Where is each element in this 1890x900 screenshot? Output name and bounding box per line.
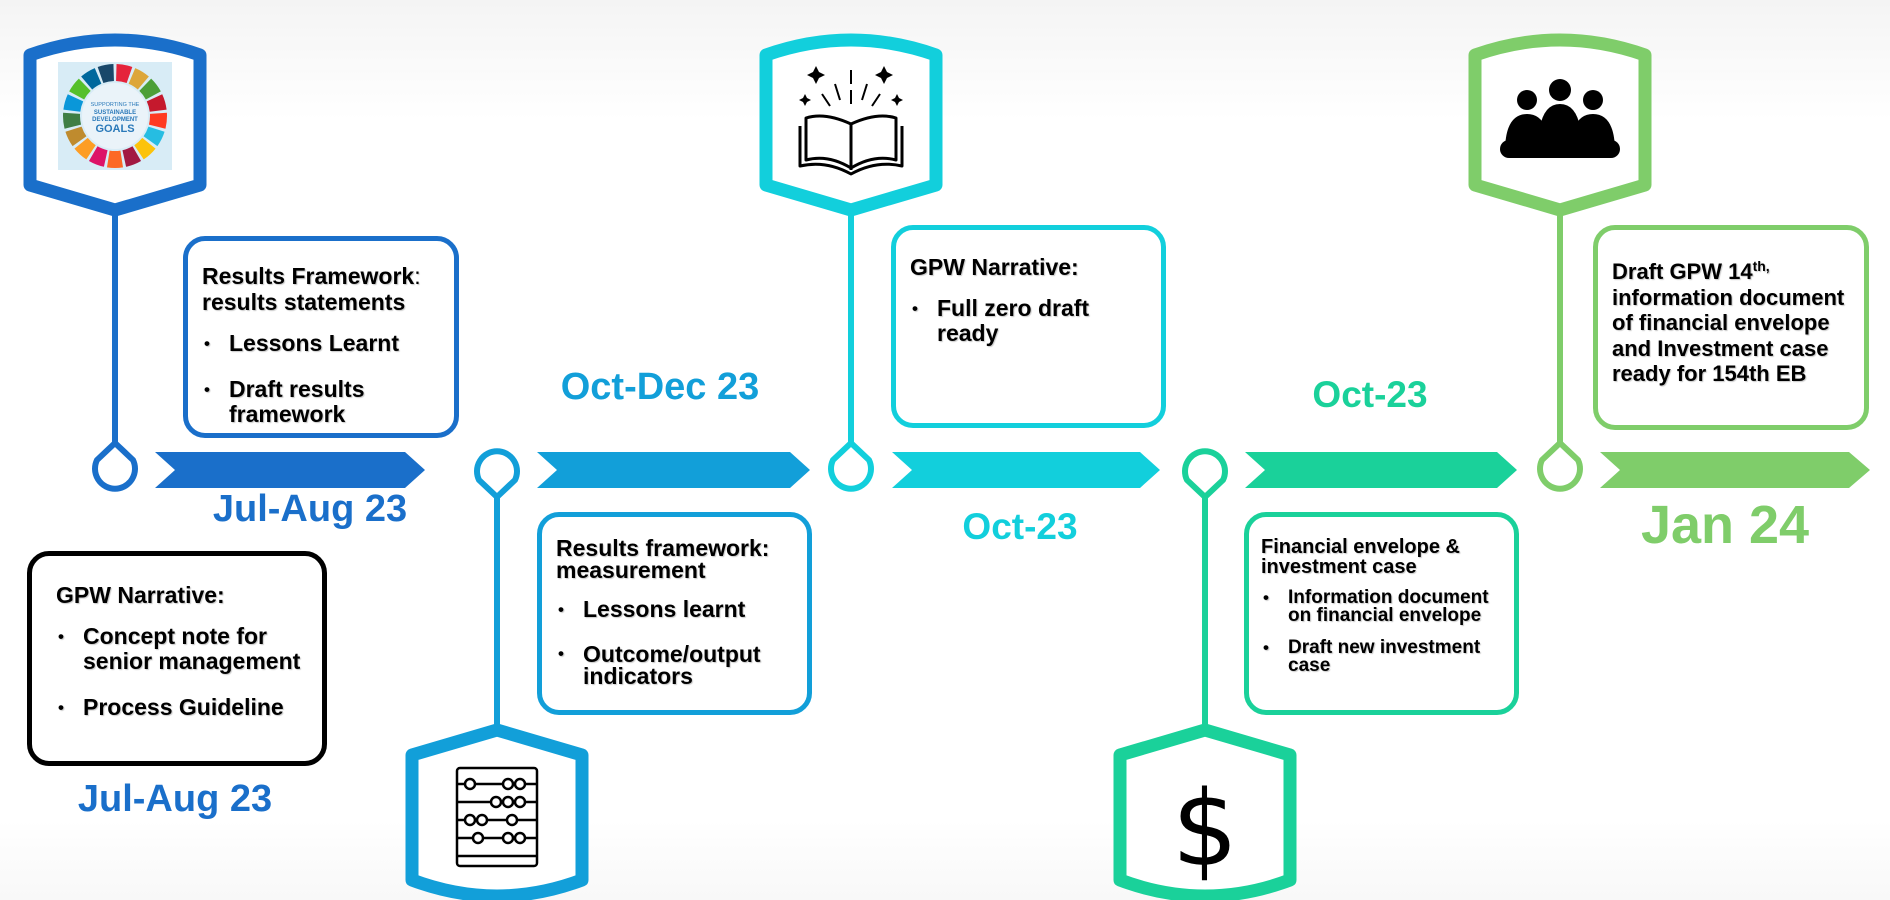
sdg-wheel-segment bbox=[116, 64, 133, 83]
sdg-wheel-segment bbox=[97, 64, 114, 83]
list-item: Information document on financial envelo… bbox=[1261, 588, 1498, 625]
sdg-wheel-segment bbox=[88, 146, 108, 167]
sdg-wheel-segment bbox=[143, 126, 165, 147]
timeline-chevron-2 bbox=[537, 452, 810, 488]
sdg-wheel-segment bbox=[63, 94, 84, 112]
list-item: Outcome/output indicators bbox=[556, 643, 791, 688]
box-title: GPW Narrative: bbox=[56, 582, 225, 608]
box-title: GPW Narrative: bbox=[910, 254, 1079, 280]
sdg-wheel-segment bbox=[146, 94, 167, 112]
sdg-wheel-segment bbox=[148, 112, 167, 129]
sdg-logo-line4: GOALS bbox=[95, 123, 134, 135]
date-label-oct-23-a: Oct-23 bbox=[962, 506, 1078, 547]
box-title: Financial envelope & investment case bbox=[1261, 536, 1460, 578]
pin-marker-4 bbox=[1182, 448, 1228, 500]
milestone-box-gpw-concept: GPW Narrative: Concept note for senior m… bbox=[27, 551, 327, 766]
box-text: Draft GPW 14th, information document of … bbox=[1612, 258, 1845, 386]
pin-marker-3 bbox=[828, 440, 874, 492]
milestone-box-draft-gpw-14: Draft GPW 14th, information document of … bbox=[1593, 225, 1869, 430]
sdg-wheel-segment bbox=[134, 137, 156, 160]
sdg-wheel-segment bbox=[63, 112, 82, 129]
milestone-box-results-statements: Results Framework:results statements Les… bbox=[183, 236, 459, 438]
milestone-box-measurement: Results framework: measurement Lessons l… bbox=[537, 512, 812, 715]
milestone-box-gpw-zero-draft: GPW Narrative: Full zero draft ready bbox=[891, 225, 1166, 428]
sdg-logo-line3: DEVELOPMENT bbox=[92, 117, 138, 123]
sdg-wheel-segment bbox=[106, 150, 124, 168]
sdg-wheel-segment bbox=[122, 146, 142, 167]
badge-shield-4-outline bbox=[1113, 723, 1297, 900]
svg-text:$: $ bbox=[1172, 768, 1238, 890]
timeline-chevron-4 bbox=[1245, 452, 1517, 488]
list-item: Process Guideline bbox=[56, 695, 306, 721]
pin-marker-1 bbox=[92, 440, 138, 492]
sdg-logo-line1: SUPPORTING THE bbox=[91, 102, 140, 108]
timeline-chevron-5 bbox=[1600, 452, 1870, 488]
abacus-icon bbox=[455, 766, 539, 868]
milestone-box-financial-envelope: Financial envelope & investment case Inf… bbox=[1244, 512, 1519, 715]
list-item: Concept note for senior management bbox=[56, 624, 306, 674]
list-item: Full zero draft ready bbox=[910, 296, 1145, 346]
date-label-jul-aug-23-bottom: Jul-Aug 23 bbox=[77, 778, 273, 820]
sdg-wheel-segment bbox=[74, 137, 96, 160]
date-label-jul-aug-23-top: Jul-Aug 23 bbox=[212, 488, 408, 530]
sdg-wheel-segment bbox=[128, 68, 149, 90]
meeting-group-icon bbox=[1500, 79, 1620, 158]
sdg-wheel-segment bbox=[65, 126, 87, 147]
sdg-wheel-segment bbox=[139, 78, 161, 100]
dollar-icon: $ bbox=[1172, 768, 1238, 890]
date-label-oct-dec-23: Oct-Dec 23 bbox=[560, 366, 760, 408]
box-title: Results framework: measurement bbox=[556, 535, 770, 583]
badge-shield-2-outline bbox=[405, 723, 589, 900]
sdg-wheel-segment bbox=[81, 68, 102, 90]
timeline-chevron-1 bbox=[155, 452, 425, 488]
list-item: Draft results framework bbox=[202, 377, 438, 427]
sdg-goals-logo-icon: SUPPORTING THE SUSTAINABLE DEVELOPMENT G… bbox=[58, 62, 172, 170]
list-item: Draft new investment case bbox=[1261, 638, 1498, 675]
list-item: Lessons Learnt bbox=[202, 331, 438, 357]
date-label-jan-24: Jan 24 bbox=[1640, 495, 1810, 555]
sdg-wheel-segment bbox=[69, 78, 91, 100]
list-item: Lessons learnt bbox=[556, 597, 791, 623]
timeline-chevron-3 bbox=[892, 452, 1160, 488]
pin-marker-5 bbox=[1537, 440, 1583, 492]
pin-marker-2 bbox=[474, 448, 520, 500]
box-title: Results Framework:results statements bbox=[202, 263, 421, 315]
open-book-icon bbox=[798, 66, 904, 176]
sdg-logo-line2: SUSTAINABLE bbox=[94, 110, 136, 116]
date-label-oct-23-b: Oct-23 bbox=[1312, 374, 1428, 415]
